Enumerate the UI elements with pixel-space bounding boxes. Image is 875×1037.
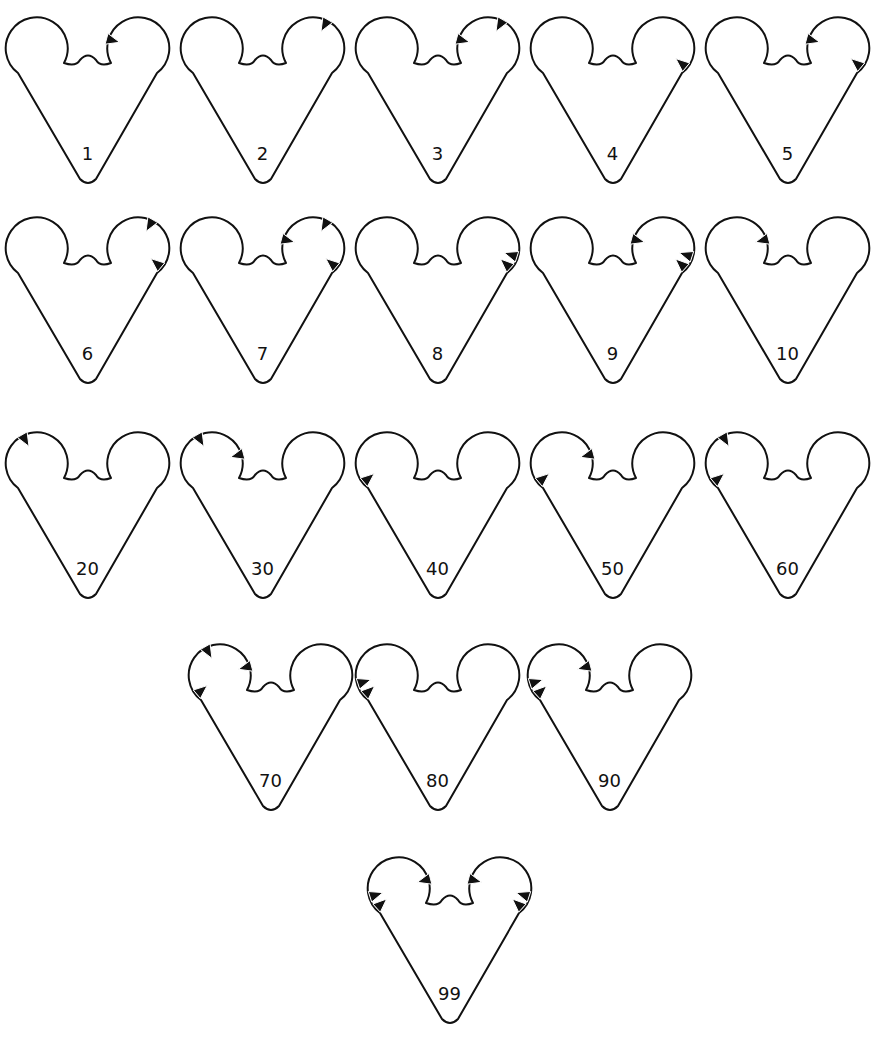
code-number: 99: [362, 983, 537, 1005]
ear-notch: [17, 432, 29, 447]
code-number: 30: [175, 558, 350, 580]
ear-notch: [755, 234, 770, 245]
mouse-head: 2: [175, 5, 350, 185]
code-number: 2: [175, 143, 350, 165]
code-number: 7: [175, 343, 350, 365]
ear-notch: [192, 432, 204, 447]
mouse-head: 7: [175, 205, 350, 385]
ear-notch: [577, 661, 592, 672]
ear-notch: [516, 892, 531, 903]
code-number: 90: [522, 770, 697, 792]
ear-notch: [230, 449, 245, 460]
mouse-head: 80: [350, 632, 525, 812]
mouse-head: 3: [350, 5, 525, 185]
mouse-head: 1: [0, 5, 175, 185]
ear-notch: [193, 686, 207, 699]
ear-notch: [851, 59, 865, 72]
code-number: 4: [525, 143, 700, 165]
code-number: 60: [700, 558, 875, 580]
ear-notch: [717, 432, 729, 447]
ear-notch: [675, 259, 689, 272]
ear-notch: [467, 874, 482, 885]
code-number: 10: [700, 343, 875, 365]
ear-notch: [151, 259, 165, 272]
code-number: 6: [0, 343, 175, 365]
ear-notch: [146, 217, 158, 232]
ear-notch: [356, 679, 371, 690]
mouse-head: 6: [0, 205, 175, 385]
ear-notch: [373, 899, 387, 912]
code-number: 50: [525, 558, 700, 580]
mouse-head: 50: [525, 420, 700, 600]
mouse-head: 8: [350, 205, 525, 385]
ear-notch: [200, 644, 212, 659]
ear-notch: [805, 34, 820, 45]
ear-notch: [455, 34, 470, 45]
ear-notch: [368, 892, 383, 903]
ear-notch: [321, 17, 333, 32]
code-number: 40: [350, 558, 525, 580]
ear-notch: [326, 259, 340, 272]
ear-notch: [500, 259, 514, 272]
mouse-head: 60: [700, 420, 875, 600]
ear-notch: [535, 474, 549, 487]
ear-notch: [321, 217, 333, 232]
mouse-head: 20: [0, 420, 175, 600]
ear-notch: [361, 686, 375, 699]
ear-notch: [280, 234, 295, 245]
mouse-head: 70: [183, 632, 358, 812]
ear-notch: [504, 252, 519, 263]
ear-notch: [676, 59, 690, 72]
code-number: 1: [0, 143, 175, 165]
mouse-head: 40: [350, 420, 525, 600]
mouse-head: 30: [175, 420, 350, 600]
ear-notch: [105, 34, 120, 45]
code-number: 80: [350, 770, 525, 792]
mouse-head: 5: [700, 5, 875, 185]
ear-notch: [630, 234, 645, 245]
code-number: 20: [0, 558, 175, 580]
mouse-head: 9: [525, 205, 700, 385]
ear-notch: [679, 252, 694, 263]
ear-notch: [238, 661, 253, 672]
mouse-head: 10: [700, 205, 875, 385]
mouse-head: 90: [522, 632, 697, 812]
code-number: 3: [350, 143, 525, 165]
ear-notch: [496, 17, 508, 32]
ear-notch: [528, 679, 543, 690]
code-number: 5: [700, 143, 875, 165]
mouse-head: 4: [525, 5, 700, 185]
ear-notch: [533, 686, 547, 699]
code-number: 70: [183, 770, 358, 792]
code-number: 9: [525, 343, 700, 365]
mouse-head: 99: [362, 845, 537, 1025]
code-number: 8: [350, 343, 525, 365]
ear-notch: [580, 449, 595, 460]
ear-notch: [360, 474, 374, 487]
ear-notch: [417, 874, 432, 885]
ear-notch: [710, 474, 724, 487]
ear-notch: [512, 899, 526, 912]
